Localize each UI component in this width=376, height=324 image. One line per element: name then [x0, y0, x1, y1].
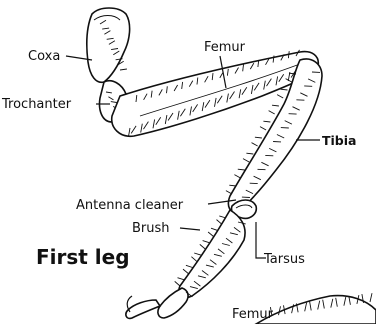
hair-stroke [200, 244, 205, 249]
hair-stroke [178, 278, 185, 280]
hair-stroke [217, 220, 222, 225]
label-femur-second-leg: Femur [232, 307, 274, 322]
hair-stroke [226, 191, 232, 194]
hair-stroke [277, 95, 283, 98]
hair-stroke [194, 253, 201, 255]
hair-stroke [243, 159, 249, 162]
hair-stroke [175, 281, 180, 286]
label-femur: Femur [204, 40, 246, 55]
label-coxa: Coxa [28, 49, 60, 64]
hair-stroke [229, 185, 236, 186]
tarsus-segment [158, 210, 246, 318]
hair-stroke [208, 232, 213, 237]
label-antenna-cleaner: Antenna cleaner [76, 198, 184, 213]
hair-stroke [272, 105, 279, 106]
figure-title: First leg [36, 245, 130, 269]
hair-stroke [252, 143, 258, 146]
hair-stroke [234, 175, 240, 178]
label-tarsus: Tarsus [263, 252, 305, 267]
second-leg-partial [256, 293, 376, 324]
hair-stroke [203, 241, 210, 243]
coxa-segment [87, 8, 130, 82]
hair-stroke [260, 127, 266, 130]
label-tibia: Tibia [322, 133, 356, 148]
hair-stroke [186, 265, 193, 267]
hair-stroke [263, 121, 270, 122]
claw [126, 296, 160, 318]
hair-stroke [211, 228, 218, 230]
hair-stroke [246, 153, 253, 154]
hair-stroke [191, 257, 196, 262]
hair-stroke [281, 89, 288, 90]
hair-stroke [120, 69, 127, 70]
label-brush: Brush [132, 221, 170, 236]
hair-stroke [255, 137, 262, 138]
brush-leader [180, 228, 200, 230]
hair-stroke [370, 293, 372, 302]
hair-stroke [183, 269, 188, 274]
hair-stroke [269, 111, 275, 114]
hair-stroke [238, 169, 245, 170]
label-trochanter: Trochanter [1, 97, 72, 112]
hair-stroke [219, 216, 226, 218]
